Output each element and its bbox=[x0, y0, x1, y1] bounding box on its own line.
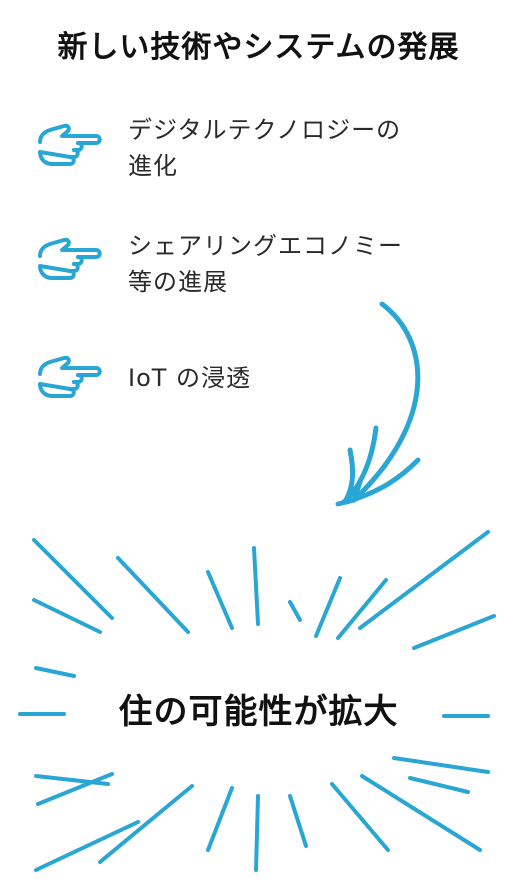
burst-line bbox=[36, 772, 114, 806]
burst-line bbox=[408, 776, 470, 794]
burst-line bbox=[254, 794, 260, 872]
item-text-line: 等の進展 bbox=[128, 268, 228, 296]
pointing-hand-icon bbox=[38, 355, 102, 398]
burst-line bbox=[288, 600, 302, 622]
burst-line bbox=[34, 820, 140, 872]
item-text-line: 進化 bbox=[128, 152, 178, 180]
burst-line bbox=[336, 578, 388, 640]
burst-line bbox=[34, 774, 110, 786]
pointing-hand-icon bbox=[38, 237, 102, 280]
burst-line bbox=[34, 666, 76, 678]
burst-line bbox=[288, 794, 308, 848]
curved-arrow-icon bbox=[335, 301, 421, 507]
burst-line bbox=[206, 786, 234, 852]
burst-line bbox=[412, 614, 496, 650]
burst-line bbox=[32, 538, 114, 620]
burst-line bbox=[392, 756, 490, 774]
burst-line bbox=[32, 598, 102, 634]
burst-line bbox=[358, 530, 490, 630]
burst-line bbox=[314, 576, 342, 638]
list-item-digital-technology: デジタルテクノロジーの 進化 bbox=[30, 108, 500, 188]
result-text: 住の可能性が拡大 bbox=[118, 692, 399, 732]
page-title: 新しい技術やシステムの発展 bbox=[57, 30, 460, 65]
emphasis-burst bbox=[18, 530, 496, 872]
burst-line bbox=[98, 784, 194, 864]
burst-line bbox=[360, 774, 482, 852]
burst-line bbox=[330, 782, 390, 852]
item-text-line: デジタルテクノロジーの bbox=[128, 116, 402, 144]
burst-line bbox=[252, 546, 260, 626]
pointing-hand-icon bbox=[38, 123, 102, 166]
list-item-sharing-economy: シェアリングエコノミー 等の進展 bbox=[30, 226, 500, 306]
item-text-line: IoT の浸透 bbox=[128, 364, 252, 392]
list-item-iot: IoT の浸透 bbox=[30, 350, 500, 410]
item-text-line: シェアリングエコノミー bbox=[128, 232, 403, 260]
burst-line bbox=[206, 570, 234, 630]
burst-line bbox=[116, 556, 190, 634]
